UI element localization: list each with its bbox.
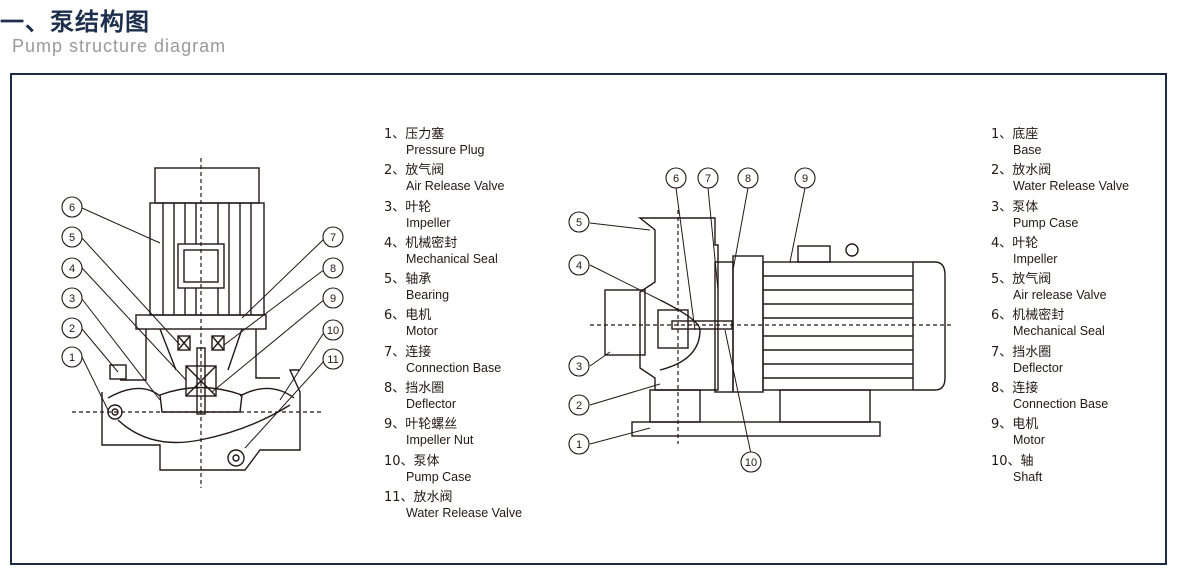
legend-zh: 10、泵体	[384, 453, 440, 469]
page-title: 一、泵结构图	[0, 8, 150, 36]
callout-v-6: 6	[69, 202, 75, 214]
callout-h-10: 10	[745, 457, 757, 469]
legend-en: Mechanical Seal	[1013, 324, 1105, 339]
callout-v-8: 8	[330, 263, 336, 275]
legend-zh: 3、叶轮	[384, 199, 432, 215]
callout-v-10: 10	[327, 325, 339, 337]
vertical-pump-callouts: 1 2 3 4 5 6 7 8 9 10 11	[69, 202, 339, 366]
diagram-frame	[10, 73, 1167, 565]
legend-zh: 5、放气阀	[991, 272, 1052, 288]
callout-v-5: 5	[69, 232, 75, 244]
callout-h-6: 6	[673, 173, 679, 185]
legend-zh: 9、叶轮螺丝	[384, 417, 458, 433]
callout-v-4: 4	[69, 263, 75, 275]
callout-v-9: 9	[330, 293, 336, 305]
callout-h-9: 9	[802, 173, 808, 185]
callout-v-1: 1	[69, 352, 75, 364]
legend-zh: 9、电机	[991, 417, 1039, 433]
legend-zh: 2、放水阀	[991, 163, 1052, 179]
callout-h-5: 5	[576, 217, 582, 229]
legend-zh: 8、连接	[991, 381, 1039, 397]
legend-en: Bearing	[406, 288, 450, 303]
legend-zh: 7、挡水圈	[991, 344, 1052, 360]
legend-en: Deflector	[406, 397, 457, 412]
legend-en: Connection Base	[1013, 397, 1109, 412]
legend-zh: 7、连接	[384, 344, 432, 360]
callout-v-7: 7	[330, 232, 336, 244]
legend-en: Base	[1013, 143, 1042, 157]
legend-en: Deflector	[1013, 360, 1064, 375]
legend-en: Motor	[1013, 433, 1045, 448]
legend-en: Impeller	[1013, 251, 1058, 266]
legend-en: Motor	[406, 324, 438, 339]
legend-zh: 4、叶轮	[991, 235, 1039, 251]
legend-en: Pump Case	[406, 469, 472, 484]
legend-en: Impeller Nut	[406, 433, 474, 448]
legend-zh: 10、轴	[991, 453, 1034, 469]
horizontal-pump-callouts: 1 2 3 4 5 6 7 8 9 10	[576, 173, 808, 469]
legend-zh: 8、挡水圈	[384, 381, 445, 397]
legend-en: Connection Base	[406, 360, 502, 375]
legend-en: Impeller	[406, 215, 451, 230]
callout-v-11: 11	[327, 354, 338, 366]
legend-en: Shaft	[1013, 469, 1043, 484]
page-subtitle: Pump structure diagram	[12, 36, 227, 56]
legend-zh: 2、放气阀	[384, 163, 445, 179]
callout-h-7: 7	[705, 173, 711, 185]
legend-zh: 6、机械密封	[991, 308, 1065, 324]
legend-en: Water Release Valve	[406, 505, 523, 520]
legend-en: Mechanical Seal	[406, 251, 498, 266]
horizontal-pump-drawing	[604, 217, 946, 437]
callout-h-1: 1	[576, 439, 582, 451]
legend-zh: 5、轴承	[384, 272, 432, 288]
callout-h-4: 4	[576, 260, 582, 272]
legend-en: Air Release Valve	[406, 179, 505, 194]
legend-zh: 6、电机	[384, 308, 432, 324]
legend-zh: 1、压力塞	[384, 127, 445, 142]
legend-zh: 11、放水阀	[384, 489, 453, 505]
callout-v-2: 2	[69, 323, 75, 335]
legend-zh: 1、底座	[991, 127, 1039, 142]
legend-en: Pump Case	[1013, 215, 1079, 230]
callout-v-3: 3	[69, 293, 75, 305]
legend-en: Pressure Plug	[406, 143, 485, 157]
callout-h-3: 3	[576, 361, 582, 373]
legend-en: Water Release Valve	[1013, 179, 1130, 194]
callout-h-8: 8	[745, 173, 751, 185]
legend-en: Air release Valve	[1013, 288, 1107, 303]
callout-h-2: 2	[576, 400, 582, 412]
legend-zh: 4、机械密封	[384, 235, 458, 251]
legend-zh: 3、泵体	[991, 199, 1039, 215]
